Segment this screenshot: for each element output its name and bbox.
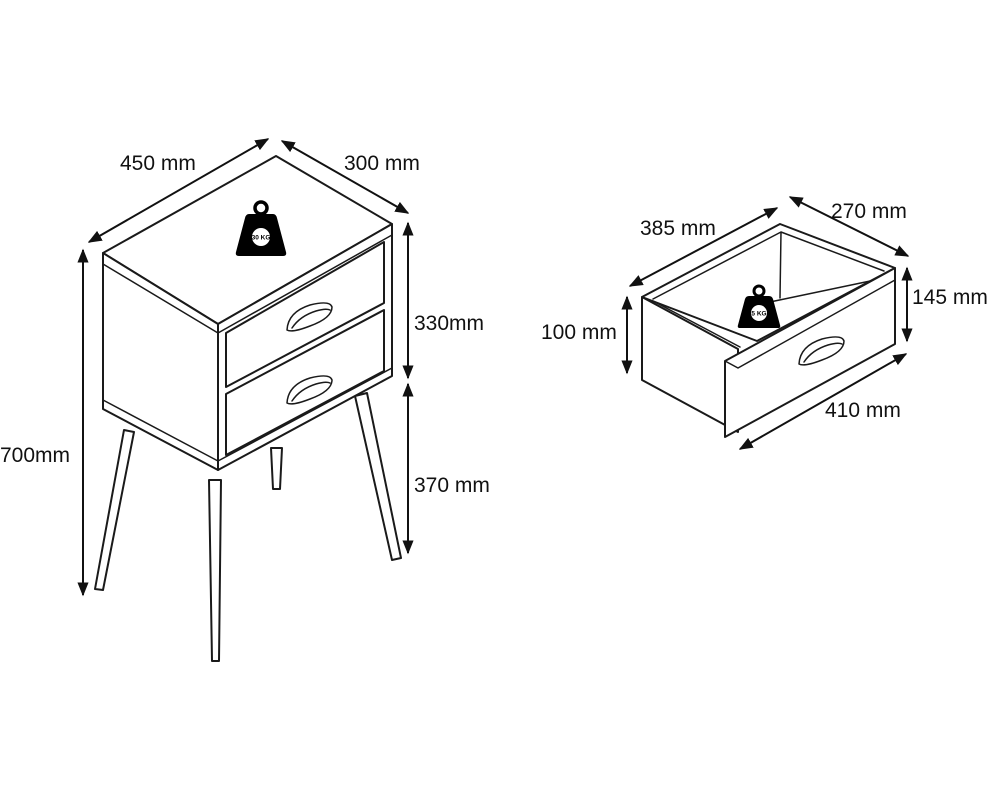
upper-drawer-handle: [286, 302, 333, 332]
front-right-leg: [354, 392, 402, 561]
drawer-left-wall: [641, 296, 739, 433]
inner-width-label: 385 mm: [640, 217, 716, 240]
nightstand-dimension-labels: 450 mm 300 mm 330mm 370 mm 700mm: [0, 152, 490, 497]
depth-dimension-arrow: [280, 140, 410, 214]
drawer-depth-label: 270 mm: [831, 200, 907, 223]
lower-drawer-front: [225, 309, 385, 456]
weight-5kg-label: 5 KG: [751, 311, 766, 318]
bottom-edge-line: [102, 367, 393, 462]
weight-5kg-icon: 5 KG: [737, 284, 781, 328]
nightstand-drawing: 30 KG: [94, 155, 402, 662]
lower-drawer-handle: [286, 375, 333, 405]
depth-label: 300 mm: [344, 152, 420, 175]
front-width-label: 410 mm: [825, 399, 901, 422]
nightstand-dimension-lines: [77, 138, 414, 597]
top-edge-line: [102, 234, 393, 334]
width-label: 450 mm: [120, 152, 196, 175]
drawer-dimension-lines: [621, 196, 913, 450]
upper-drawer-front: [225, 241, 385, 388]
width-dimension-arrow: [87, 138, 270, 243]
drawer-depth-dimension-arrow: [788, 196, 910, 257]
drawer-dimension-labels: 385 mm 270 mm 145 mm 100 mm 410 mm: [541, 200, 988, 422]
front-height-label: 145 mm: [912, 286, 988, 309]
inner-height-label: 100 mm: [541, 321, 617, 344]
inner-width-dimension-arrow: [628, 207, 779, 287]
leg-height-label: 370 mm: [414, 474, 490, 497]
back-left-leg: [94, 429, 135, 591]
body-height-label: 330mm: [414, 312, 484, 335]
back-right-leg: [270, 447, 283, 490]
front-left-leg: [208, 479, 222, 662]
drawer-front-top-edge: [724, 279, 896, 369]
front-width-dimension-arrow: [738, 353, 908, 450]
total-height-label: 700mm: [0, 444, 70, 467]
weight-30kg-label: 30 KG: [252, 235, 271, 242]
drawer-left-wall-inner: [652, 300, 741, 348]
